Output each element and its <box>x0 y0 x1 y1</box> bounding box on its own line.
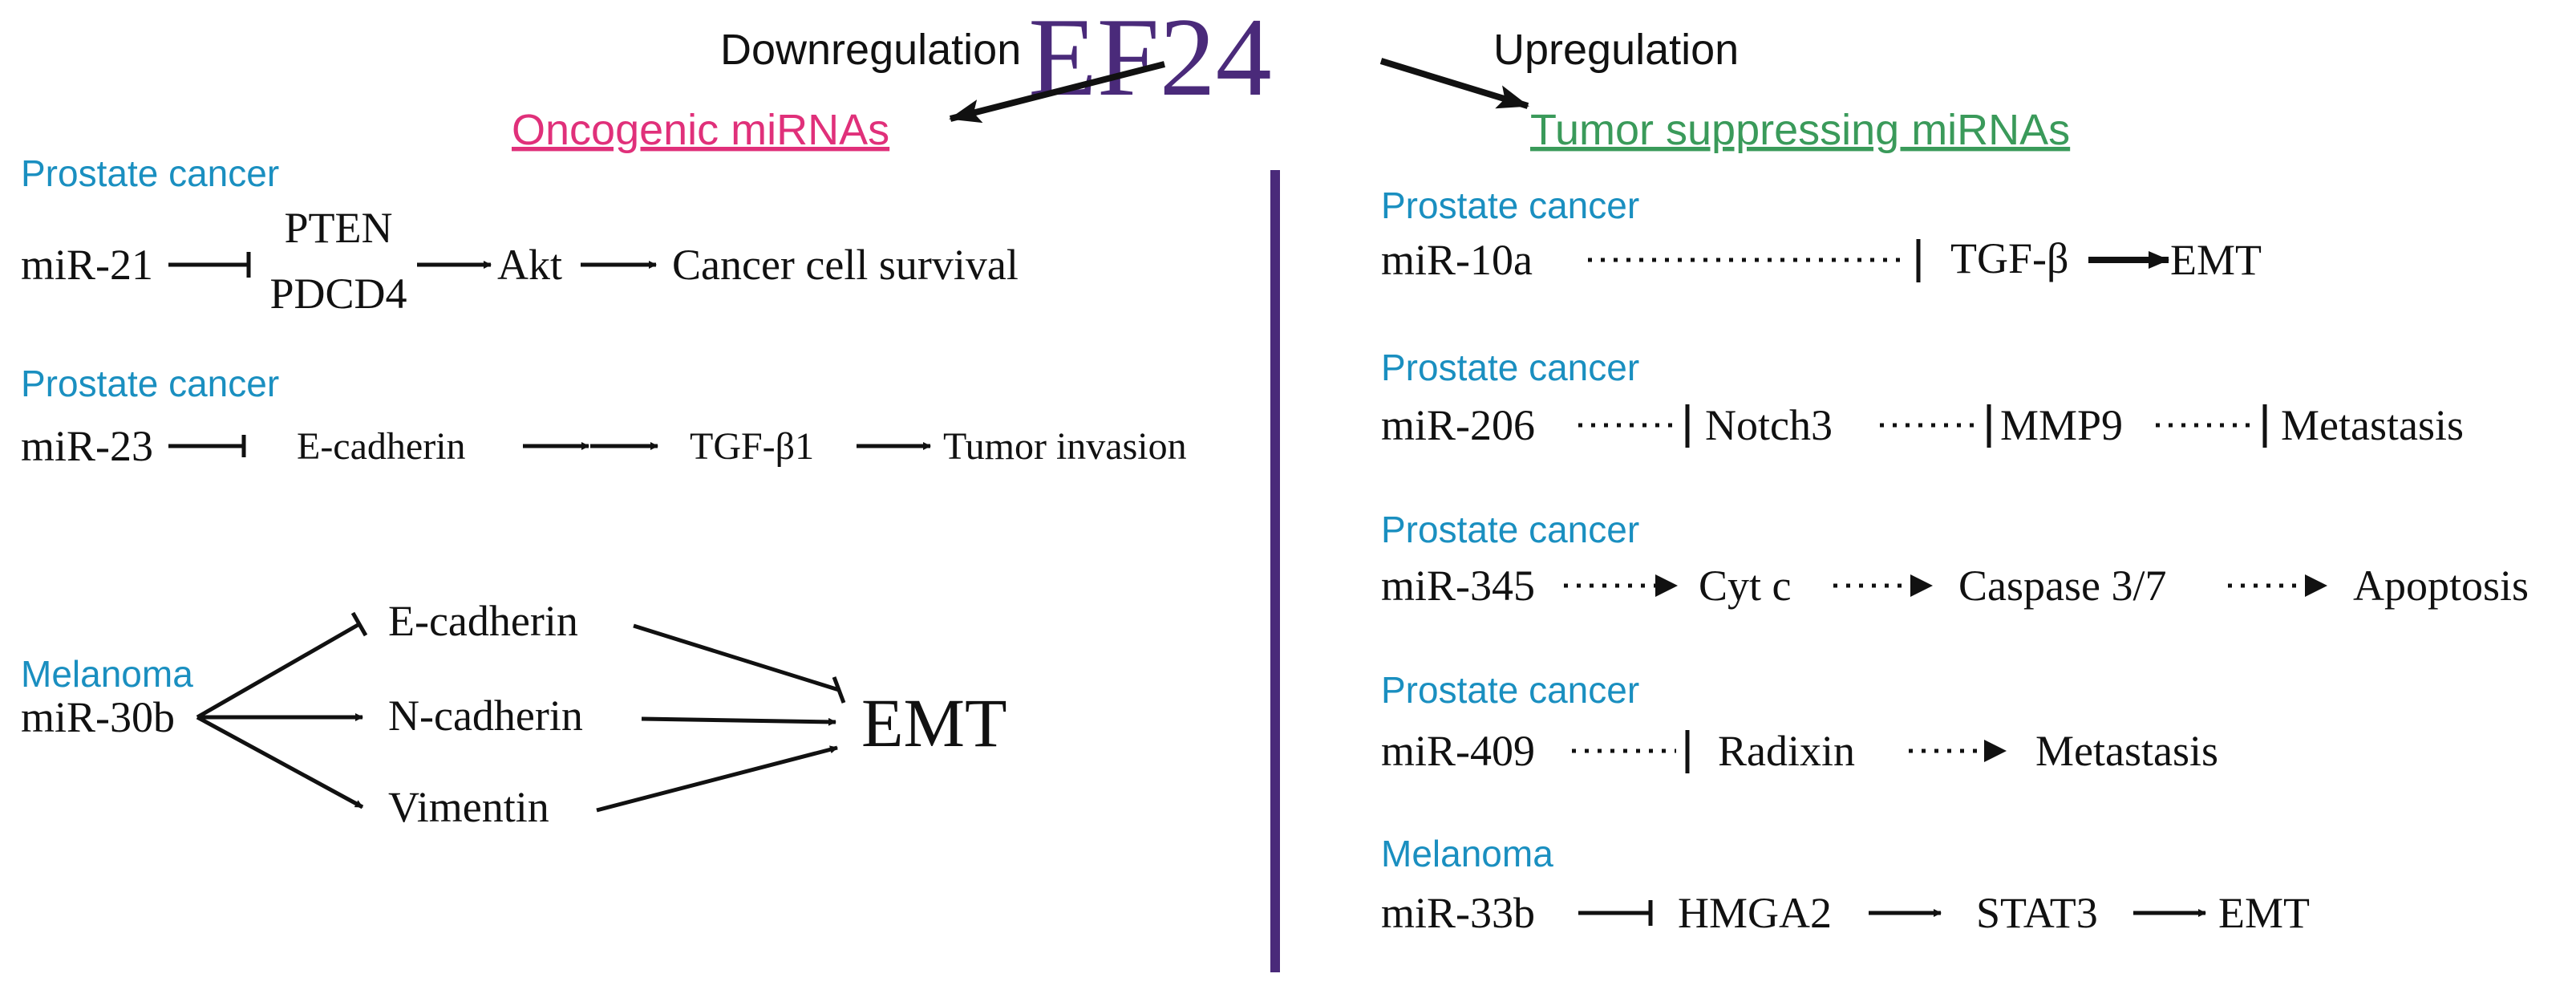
right-p5-node-stat3: STAT3 <box>1976 889 2098 937</box>
left-p3-target-vimentin: Vimentin <box>388 783 549 831</box>
suppressing-header: Tumor suppressing miRNAs <box>1530 106 2070 154</box>
right-p1-mirna: miR-10a <box>1381 236 1533 284</box>
left-p3-arrow-emt-v <box>596 745 838 813</box>
right-p5-node-hmga2: HMGA2 <box>1678 889 1832 937</box>
left-p3-inhibit-emt-line <box>633 623 840 692</box>
right-p4-node-radixin: Radixin <box>1718 727 1855 775</box>
downregulation-label: Downregulation <box>720 26 1021 74</box>
left-p3-inhibit-emt-bar <box>832 676 846 704</box>
right-p1-node-tgfb: TGF-β <box>1950 234 2068 282</box>
right-p2-cancer: Prostate cancer <box>1381 347 1639 388</box>
right-p3-arrowhead-2 <box>1910 574 1933 597</box>
right-p3-outcome: Apoptosis <box>2353 562 2529 610</box>
right-p2-node-notch3: Notch3 <box>1705 401 1833 449</box>
left-p2-node-tgfb1: TGF-β1 <box>690 425 814 468</box>
right-p3-mirna: miR-345 <box>1381 562 1535 610</box>
left-p2-mirna: miR-23 <box>21 422 153 470</box>
right-p1-cancer: Prostate cancer <box>1381 185 1639 226</box>
right-p1-outcome: EMT <box>2170 236 2262 284</box>
left-p2-node-ecadherin: E-cadherin <box>297 425 466 468</box>
right-p2-mirna: miR-206 <box>1381 401 1535 449</box>
left-p1-node-akt: Akt <box>497 241 562 289</box>
upregulation-label: Upregulation <box>1493 26 1739 74</box>
left-p3-target-ecadherin: E-cadherin <box>388 597 578 645</box>
upregulation-arrow <box>1379 58 1529 109</box>
left-p3-arrow-emt-n <box>641 716 836 726</box>
left-p1-cancer: Prostate cancer <box>21 152 279 194</box>
right-p5-mirna: miR-33b <box>1381 889 1535 937</box>
right-p3-arrowhead-3 <box>2305 574 2327 597</box>
left-p1-mirna: miR-21 <box>21 241 153 289</box>
right-p3-cancer: Prostate cancer <box>1381 509 1639 550</box>
left-p1-outcome: Cancer cell survival <box>672 241 1019 289</box>
right-p3-arrowhead-1 <box>1655 574 1678 597</box>
left-p3-inhibit-ecadherin-line <box>196 622 361 720</box>
right-p4-arrowhead <box>1984 740 2007 762</box>
right-p3-node-caspase: Caspase 3/7 <box>1958 562 2166 610</box>
left-p2-cancer: Prostate cancer <box>21 363 279 404</box>
left-p3-inhibit-ecadherin-bar <box>350 611 368 637</box>
left-p3-cancer: Melanoma <box>21 653 193 695</box>
left-p3-target-ncadherin: N-cadherin <box>388 692 583 740</box>
right-p5-cancer: Melanoma <box>1381 833 1553 874</box>
left-p3-arrow-vimentin <box>196 715 364 809</box>
title-ef24: EF24 <box>1028 0 1271 120</box>
right-p5-outcome: EMT <box>2218 889 2310 937</box>
right-p3-node-cytc: Cyt c <box>1699 562 1792 610</box>
right-p4-mirna: miR-409 <box>1381 727 1535 775</box>
right-p4-cancer: Prostate cancer <box>1381 669 1639 711</box>
left-p3-mirna: miR-30b <box>21 693 175 741</box>
oncogenic-header: Oncogenic miRNAs <box>512 106 889 154</box>
left-p1-target-pdcd4: PDCD4 <box>269 270 407 318</box>
right-p2-node-mmp9: MMP9 <box>2000 401 2123 449</box>
right-p2-outcome: Metastasis <box>2281 401 2464 449</box>
right-p4-outcome: Metastasis <box>2035 727 2218 775</box>
left-p2-outcome: Tumor invasion <box>943 425 1187 468</box>
left-p3-outcome-emt: EMT <box>861 684 1007 761</box>
downregulation-arrow <box>949 61 1165 124</box>
left-p1-target-pten: PTEN <box>285 204 393 252</box>
